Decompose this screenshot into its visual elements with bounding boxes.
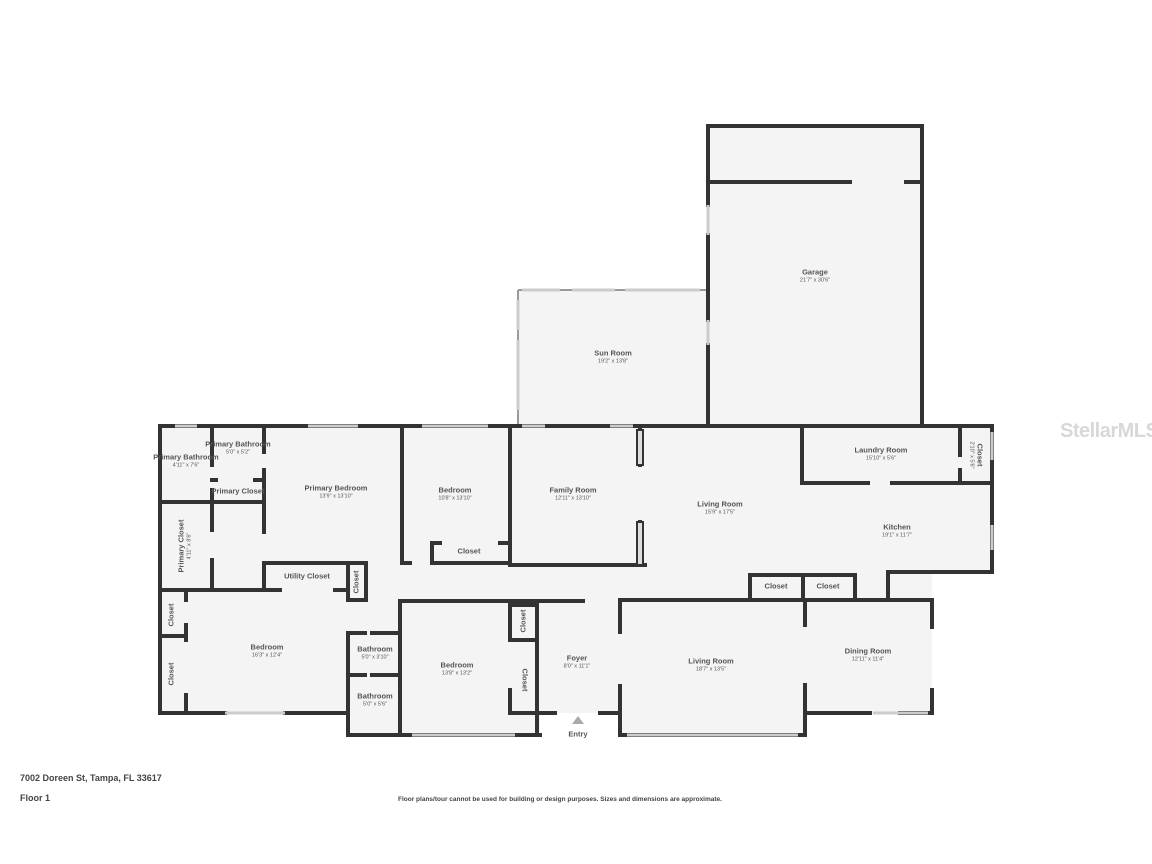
room-name: Closet (518, 609, 528, 633)
entry-label: Entry (568, 729, 588, 740)
room-name: Laundry Room (854, 445, 908, 455)
room-label: Closet (351, 570, 362, 594)
room-label: Closet (520, 669, 529, 692)
room-name: Bedroom (440, 660, 474, 670)
room-dimensions: 19'1" x 11'7" (882, 532, 912, 539)
room-dimensions: 12'11" x 13'10" (555, 495, 591, 502)
room-label: Closet (816, 581, 840, 592)
floor-area (518, 290, 708, 426)
room-name: Bathroom (357, 691, 393, 701)
room-label: Closet (457, 546, 481, 557)
room-dimensions: 5'0" x 5'6" (362, 701, 388, 708)
fireplace (636, 429, 644, 466)
room-dimensions: 21'7" x 30'6" (799, 277, 831, 284)
floor-area (620, 700, 805, 735)
room-dimensions: 13'8" x 13'2" (441, 670, 473, 677)
floor-label: Floor 1 (20, 793, 51, 803)
room-dimensions: 8'0" x 11'1" (563, 663, 591, 670)
room-name: Closet (816, 581, 840, 591)
room-label: Closet (518, 609, 529, 633)
room-name: Living Room (697, 499, 743, 509)
room-dimensions: 10'8" x 13'10" (438, 495, 472, 502)
room-name: Closet (520, 668, 530, 692)
room-name: Foyer (566, 653, 588, 663)
room-name: Garage (802, 267, 828, 277)
room-dimensions: 4'11" x 8'6" (186, 532, 193, 560)
floor-area (708, 126, 922, 426)
room-name: Dining Room (844, 646, 892, 656)
room-label: Closet (764, 581, 788, 592)
room-dimensions: 2'10" x 5'6" (968, 441, 975, 469)
room-name: Closet (764, 581, 788, 591)
room-name: Primary Bathroom (205, 439, 271, 449)
room-name: Closet (351, 570, 361, 594)
room-name: Bathroom (357, 644, 393, 654)
room-name: Closet (457, 546, 481, 556)
room-name: Living Room (688, 656, 734, 666)
room-dimensions: 19'2" x 13'8" (597, 358, 629, 365)
room-name: Kitchen (883, 522, 911, 532)
room-dimensions: 12'11" x 11'4" (851, 656, 885, 663)
room-label: Closet (166, 603, 177, 627)
room-name: Sun Room (594, 348, 632, 358)
room-name: Closet (166, 662, 176, 686)
room-dimensions: 15'10" x 5'6" (865, 455, 897, 462)
room-dimensions: 5'0" x 3'10" (361, 654, 389, 661)
entry-arrow-icon (572, 716, 584, 724)
disclaimer: Floor plans/tour cannot be used for buil… (398, 796, 722, 803)
room-name: Closet (166, 603, 176, 627)
address: 7002 Doreen St, Tampa, FL 33617 (20, 773, 162, 783)
room-label: Primary Closet (211, 486, 265, 497)
room-label: Utility Closet (284, 571, 330, 582)
room-label: Closet (166, 662, 177, 686)
room-dimensions: 16'3" x 12'4" (251, 652, 283, 659)
room-name: Primary Bedroom (304, 483, 368, 493)
room-dimensions: 15'9" x 17'5" (704, 509, 736, 516)
room-dimensions: 5'0" x 5'2" (225, 449, 251, 456)
room-name: Bedroom (438, 485, 472, 495)
room-name: Primary Bathroom (153, 452, 219, 462)
room-name: Family Room (549, 485, 597, 495)
watermark-logo: StellarMLS (1060, 420, 1152, 442)
room-dimensions: 4'11" x 7'6" (172, 462, 200, 469)
room-name: Utility Closet (284, 571, 330, 581)
room-name: Bedroom (250, 642, 284, 652)
room-name: Primary Closet (176, 519, 186, 573)
room-name: Primary Closet (211, 486, 265, 496)
entry-text: Entry (568, 729, 588, 739)
room-dimensions: 18'7" x 13'5" (695, 666, 727, 673)
floor-area (160, 426, 992, 572)
room-dimensions: 13'9" x 13'10" (319, 493, 353, 500)
fireplace (636, 521, 644, 566)
room-name: Closet (975, 443, 985, 467)
